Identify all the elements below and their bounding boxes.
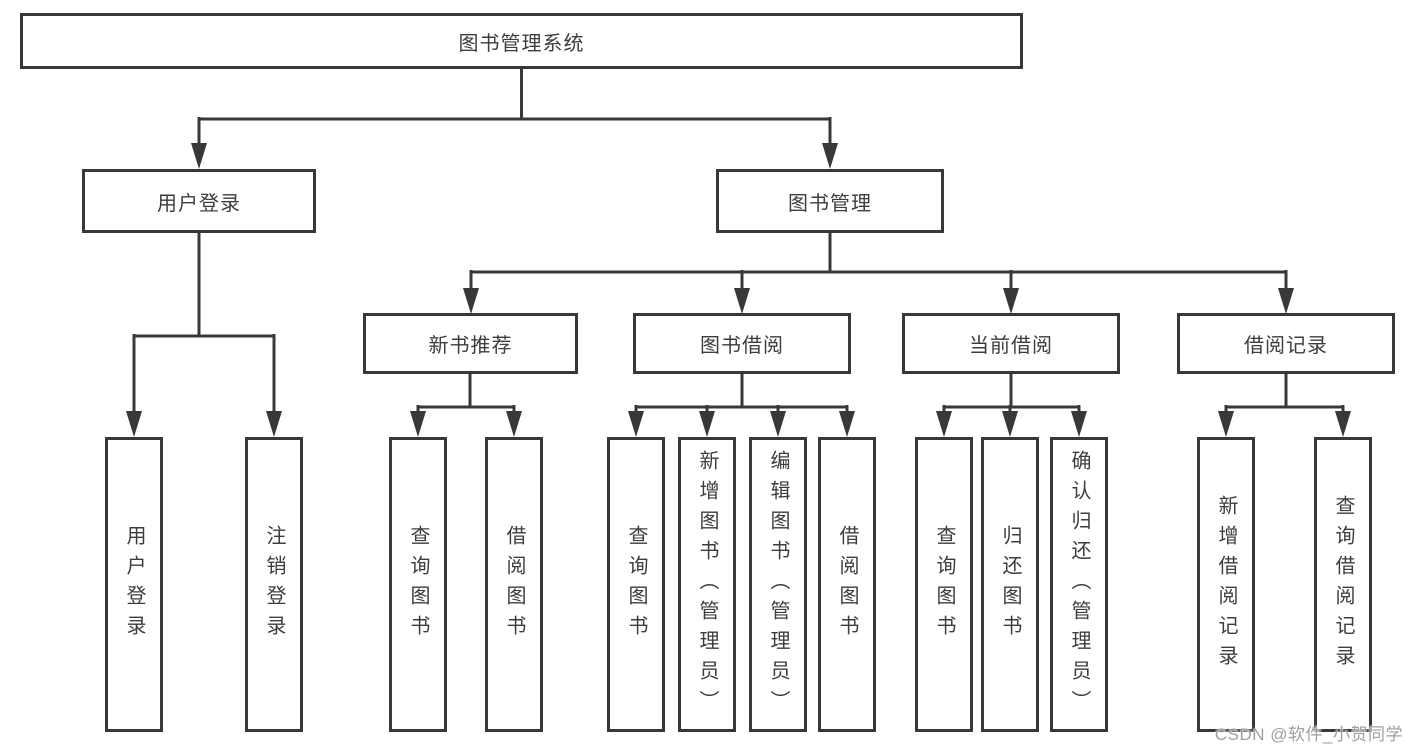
leaf-borrow-query-books: 查询图书 (607, 437, 665, 732)
arrowhead (126, 411, 142, 437)
leaf-newbooks-query-books: 查询图书 (389, 437, 447, 732)
arrowhead (1335, 411, 1351, 437)
node-user-login: 用户登录 (82, 169, 316, 233)
leaf-records-add-record-label: 新增借阅记录 (1215, 494, 1237, 675)
leaf-newbooks-borrow-books-label: 借阅图书 (503, 524, 525, 645)
leaf-current-confirm-return-admin: 确认归还（管理员） (1050, 437, 1108, 732)
leaf-borrow-add-books-admin: 新增图书（管理员） (678, 437, 736, 732)
arrowhead (463, 288, 479, 314)
leaf-records-add-record: 新增借阅记录 (1197, 437, 1255, 732)
leaf-borrow-query-books-label: 查询图书 (625, 524, 647, 645)
arrowhead (822, 143, 838, 169)
leaf-logout: 注销登录 (245, 437, 303, 732)
leaf-borrow-edit-books-admin: 编辑图书（管理员） (749, 437, 807, 732)
leaf-current-return-books: 归还图书 (981, 437, 1039, 732)
arrowhead (628, 411, 644, 437)
leaf-current-return-books-label: 归还图书 (999, 524, 1021, 645)
arrowhead (410, 411, 426, 437)
leaf-borrow-edit-books-admin-label: 编辑图书（管理员） (767, 449, 789, 720)
leaf-records-query-record-label: 查询借阅记录 (1332, 494, 1354, 675)
leaf-newbooks-borrow-books: 借阅图书 (485, 437, 543, 732)
arrowhead (1003, 288, 1019, 314)
node-borrow-records: 借阅记录 (1177, 313, 1395, 374)
arrowhead (936, 411, 952, 437)
arrowhead (839, 411, 855, 437)
csdn-watermark: CSDN @软件_小贺同学 (1214, 725, 1403, 744)
leaf-borrow-borrow-books-label: 借阅图书 (836, 524, 858, 645)
node-new-book-recommend: 新书推荐 (363, 313, 578, 374)
arrowhead (1278, 288, 1294, 314)
arrowhead (1071, 411, 1087, 437)
node-new-book-recommend-label: 新书推荐 (428, 335, 513, 357)
node-user-login-label: 用户登录 (157, 192, 241, 215)
leaf-newbooks-query-books-label: 查询图书 (407, 524, 429, 645)
node-book-management-label: 图书管理 (788, 192, 872, 215)
arrowhead (770, 411, 786, 437)
arrowhead (1218, 411, 1234, 437)
leaf-borrow-add-books-admin-label: 新增图书（管理员） (696, 449, 718, 720)
leaf-current-query-books: 查询图书 (915, 437, 973, 732)
leaf-current-query-books-label: 查询图书 (933, 524, 955, 645)
arrowhead (191, 143, 207, 169)
arrowhead (699, 411, 715, 437)
node-current-borrow-label: 当前借阅 (969, 335, 1053, 357)
leaf-user-login: 用户登录 (105, 437, 163, 732)
node-book-borrow: 图书借阅 (633, 313, 851, 374)
node-current-borrow: 当前借阅 (902, 313, 1120, 374)
node-root: 图书管理系统 (20, 13, 1023, 69)
arrowhead (506, 411, 522, 437)
arrowhead (266, 411, 282, 437)
node-book-management: 图书管理 (716, 169, 944, 233)
arrowhead (1002, 411, 1018, 437)
leaf-logout-label: 注销登录 (263, 524, 285, 645)
leaf-records-query-record: 查询借阅记录 (1314, 437, 1372, 732)
node-book-borrow-label: 图书借阅 (700, 335, 784, 357)
leaf-current-confirm-return-admin-label: 确认归还（管理员） (1068, 449, 1090, 720)
arrowhead (734, 288, 750, 314)
leaf-borrow-borrow-books: 借阅图书 (818, 437, 876, 732)
node-root-label: 图书管理系统 (458, 32, 585, 55)
node-borrow-records-label: 借阅记录 (1244, 335, 1328, 357)
leaf-user-login-label: 用户登录 (123, 524, 145, 645)
